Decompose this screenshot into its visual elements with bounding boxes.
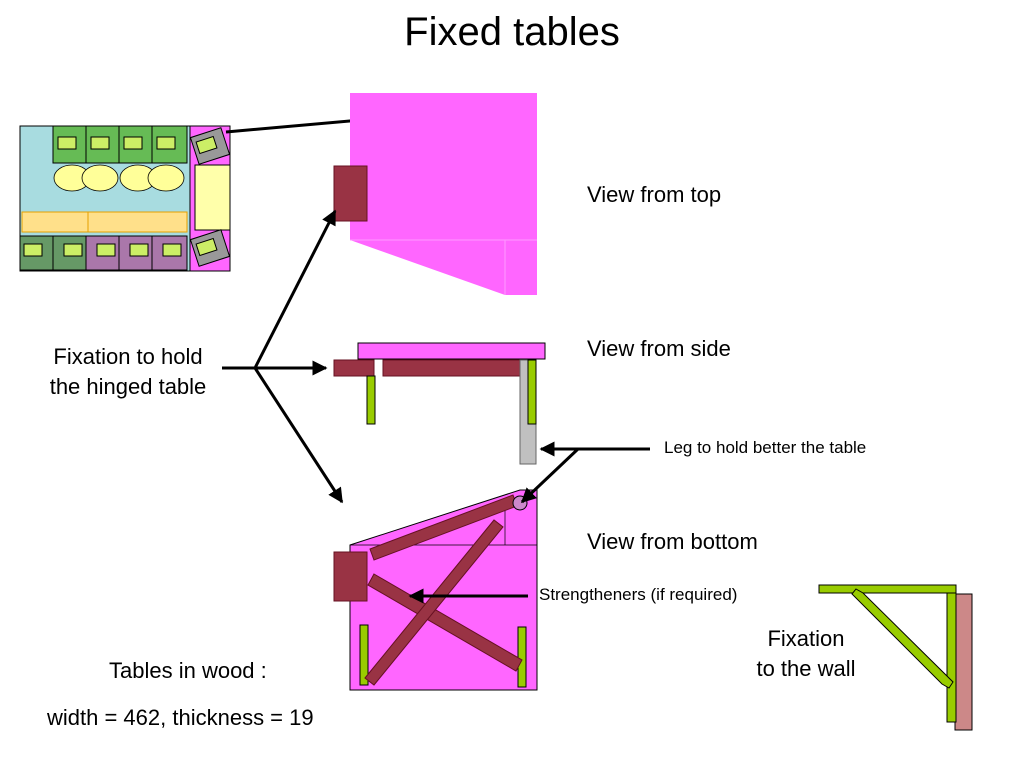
label-fixation-hinged-1: Fixation to hold (53, 344, 203, 369)
label-leg: Leg to hold better the table (664, 438, 867, 457)
strengthener-diagonal-1 (367, 573, 523, 672)
label-view-bottom: View from bottom (587, 529, 758, 554)
top-view-fixation (333, 165, 368, 222)
top-view-table (333, 93, 537, 295)
wall-bracket (818, 584, 973, 731)
leg-arrows (520, 441, 650, 504)
room-plan-thumbnail (19, 125, 231, 272)
label-strengtheners: Strengtheners (if required) (539, 585, 738, 604)
label-fixation-hinged-2: the hinged table (49, 374, 207, 399)
label-tables-wood: Tables in wood : (109, 658, 267, 683)
label-view-top: View from top (587, 182, 722, 207)
fixation-arrows (222, 209, 344, 504)
bottom-view-table (333, 489, 538, 691)
label-view-side: View from side (587, 336, 731, 361)
label-fixation-wall-1: Fixation (767, 626, 845, 651)
strengthener-diagonal-2 (364, 519, 504, 686)
label-dimensions: width = 462, thickness = 19 (47, 705, 314, 730)
side-view-fixation (333, 359, 375, 377)
wall (954, 593, 973, 731)
page-title: Fixed tables (404, 10, 620, 54)
label-fixation-wall-2: to the wall (756, 656, 856, 681)
side-view-table (333, 342, 546, 465)
bottom-view-fixation (333, 551, 368, 602)
